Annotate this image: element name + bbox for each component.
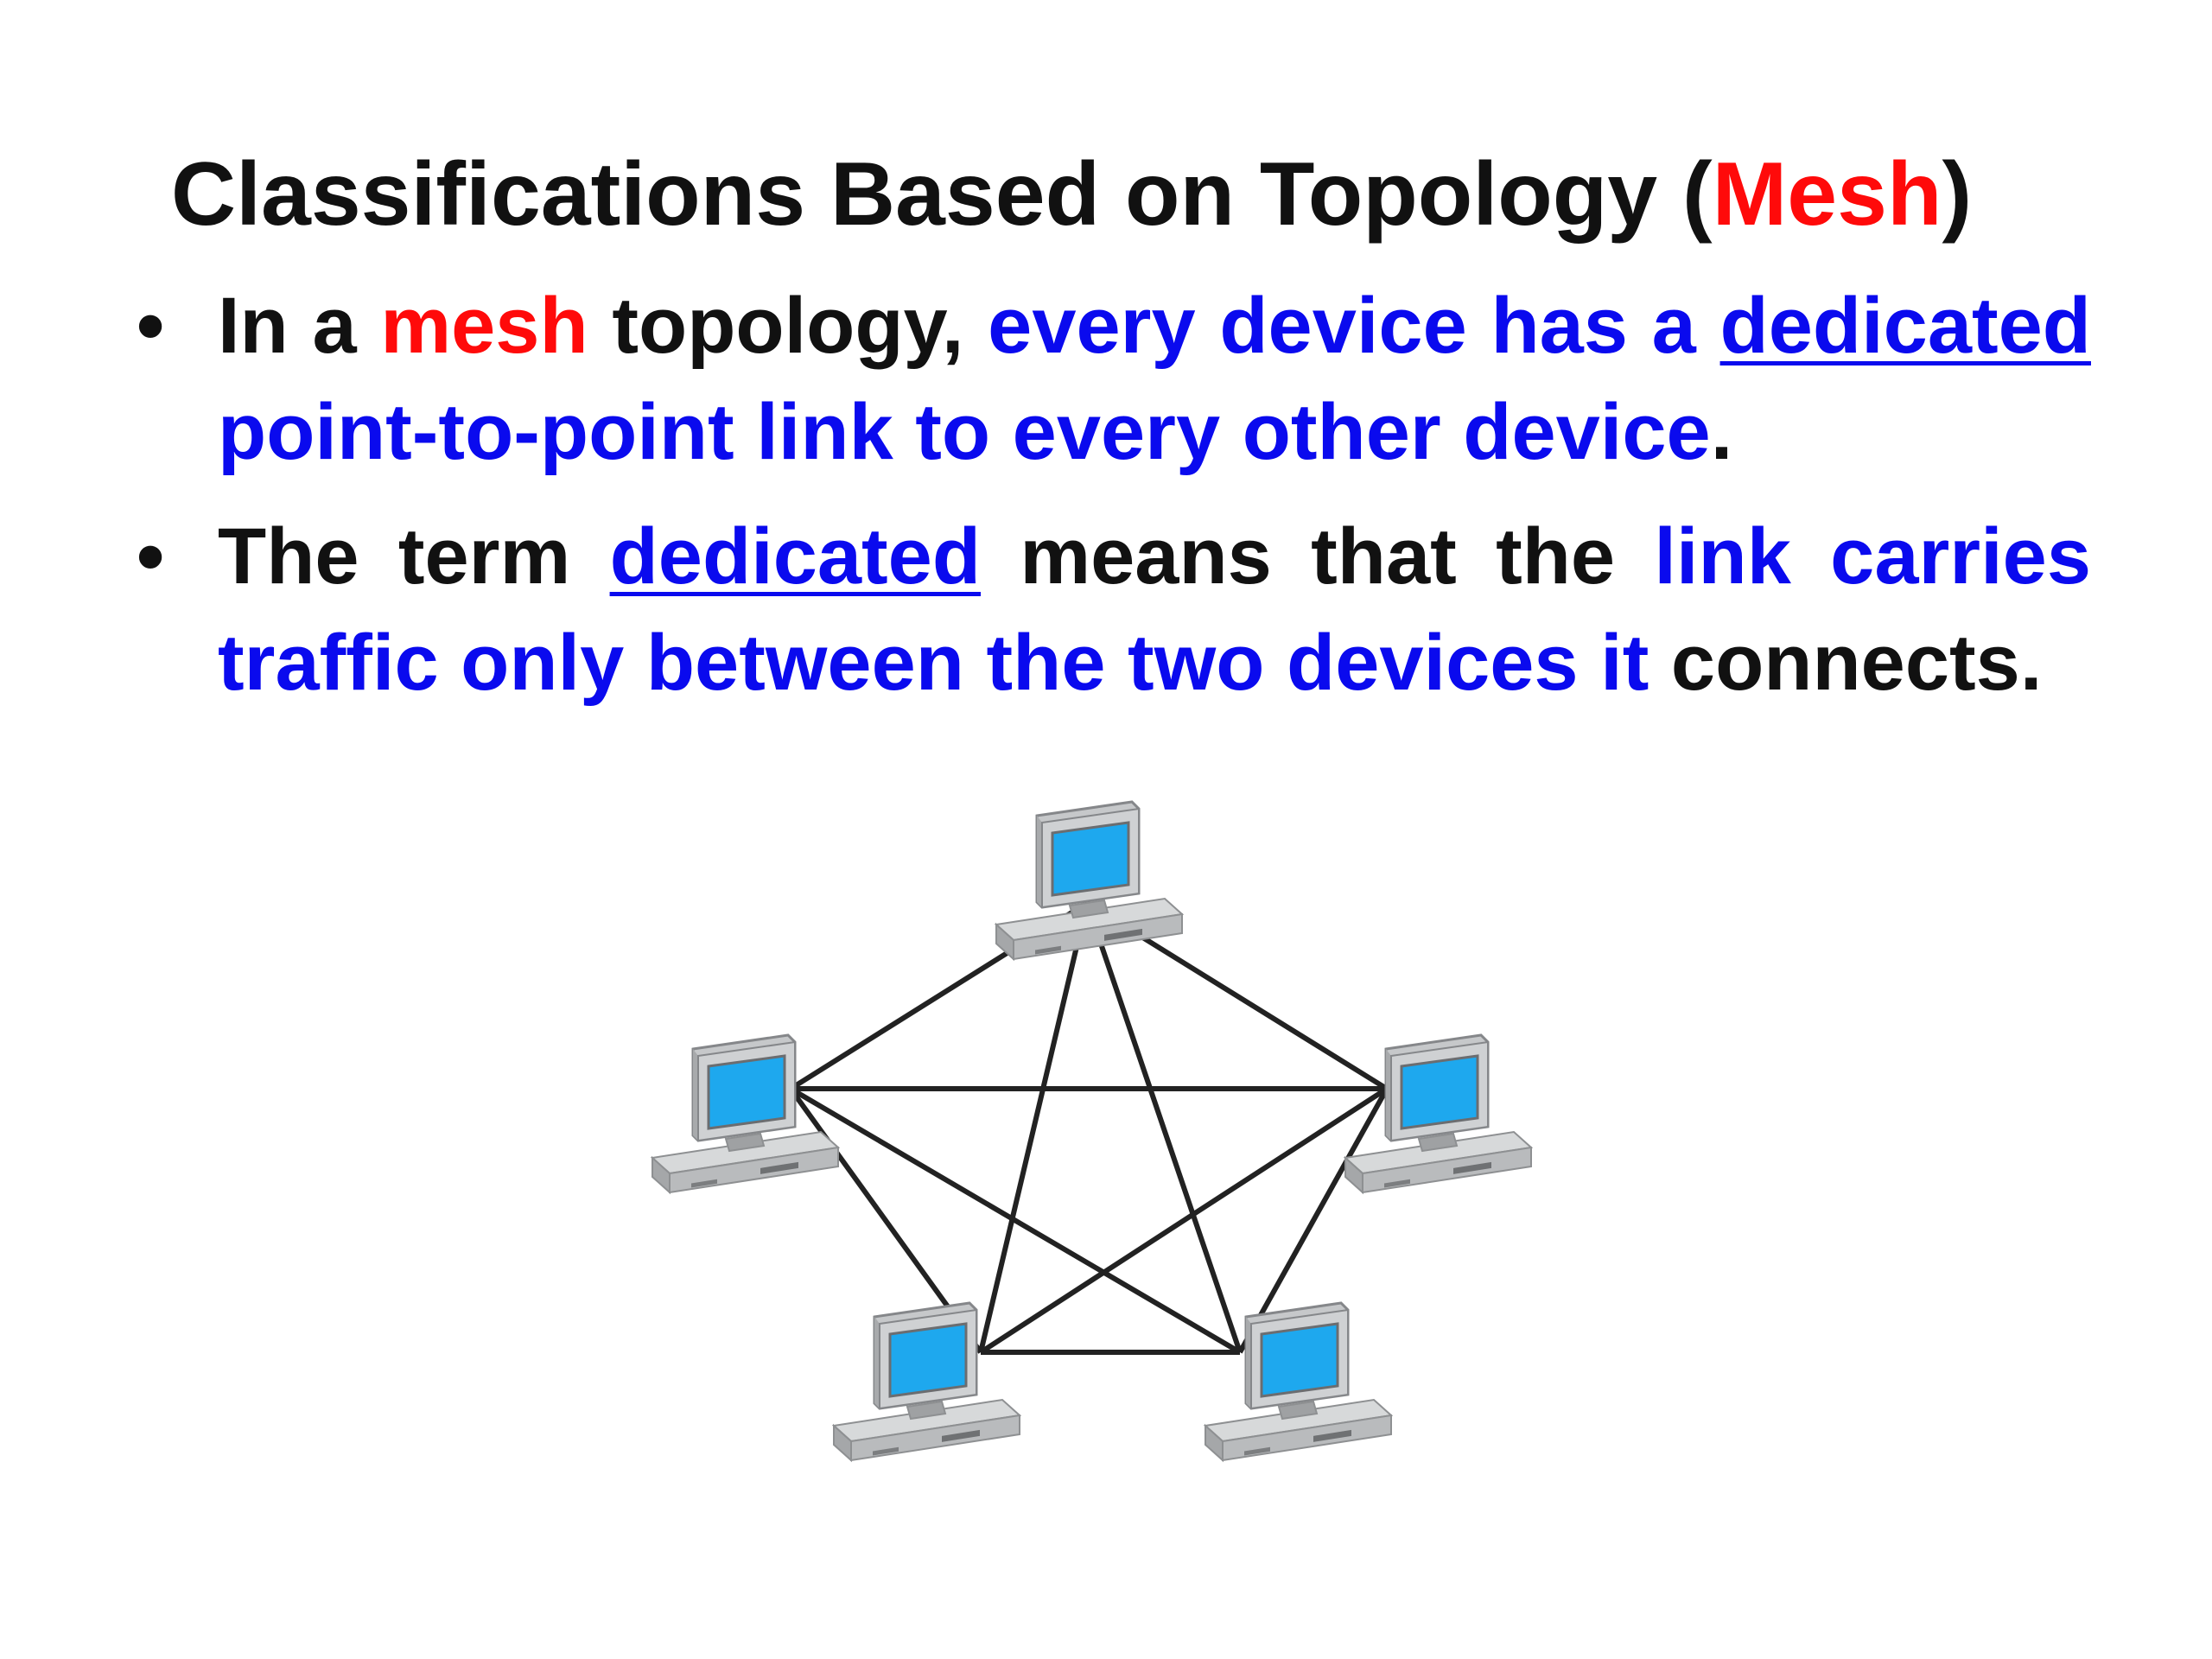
link-line xyxy=(1237,1087,1389,1354)
bullet-segment: topology, xyxy=(588,282,988,370)
bullet-segment: every device has a xyxy=(988,282,1720,370)
slide-title: Classifications Based on Topology (Mesh) xyxy=(171,145,1972,244)
bullet-segment: means that the xyxy=(981,512,1655,601)
mesh-topology-diagram xyxy=(651,800,1533,1462)
bullet-segment: point-to-point link to every other devic… xyxy=(218,388,1711,477)
title-prefix: Classifications Based on Topology ( xyxy=(171,144,1713,245)
bullet-segment: The term xyxy=(218,512,610,601)
bullet-marker: • xyxy=(137,282,165,370)
bullet-segment: dedicated xyxy=(1719,282,2091,370)
desktop-computer-icon xyxy=(832,1301,1021,1462)
bullet-segment: In a xyxy=(218,282,381,370)
bullet-item-2: • The term dedicated means that the link… xyxy=(130,504,2091,717)
bullet-segment: link carries traffic only between the tw… xyxy=(218,512,2091,707)
nodes-layer xyxy=(651,800,1533,1462)
link-line xyxy=(979,1086,1389,1355)
links-layer xyxy=(788,900,1389,1355)
bullet-marker: • xyxy=(137,512,165,601)
link-line xyxy=(978,902,1090,1353)
bullet-segment: connects. xyxy=(1649,618,2043,707)
link-line xyxy=(1084,902,1243,1353)
bullet-segment: dedicated xyxy=(609,512,982,601)
title-highlight: Mesh xyxy=(1712,144,1942,245)
bullet-segment: mesh xyxy=(380,282,588,370)
bullet-segment: . xyxy=(1710,388,1733,477)
title-suffix: ) xyxy=(1942,144,1973,245)
link-line xyxy=(789,1086,1242,1355)
bullet-item-1: • In a mesh topology, every device has a… xyxy=(130,273,2091,486)
bullet-list: • In a mesh topology, every device has a… xyxy=(130,273,2091,734)
desktop-computer-icon xyxy=(995,800,1184,961)
